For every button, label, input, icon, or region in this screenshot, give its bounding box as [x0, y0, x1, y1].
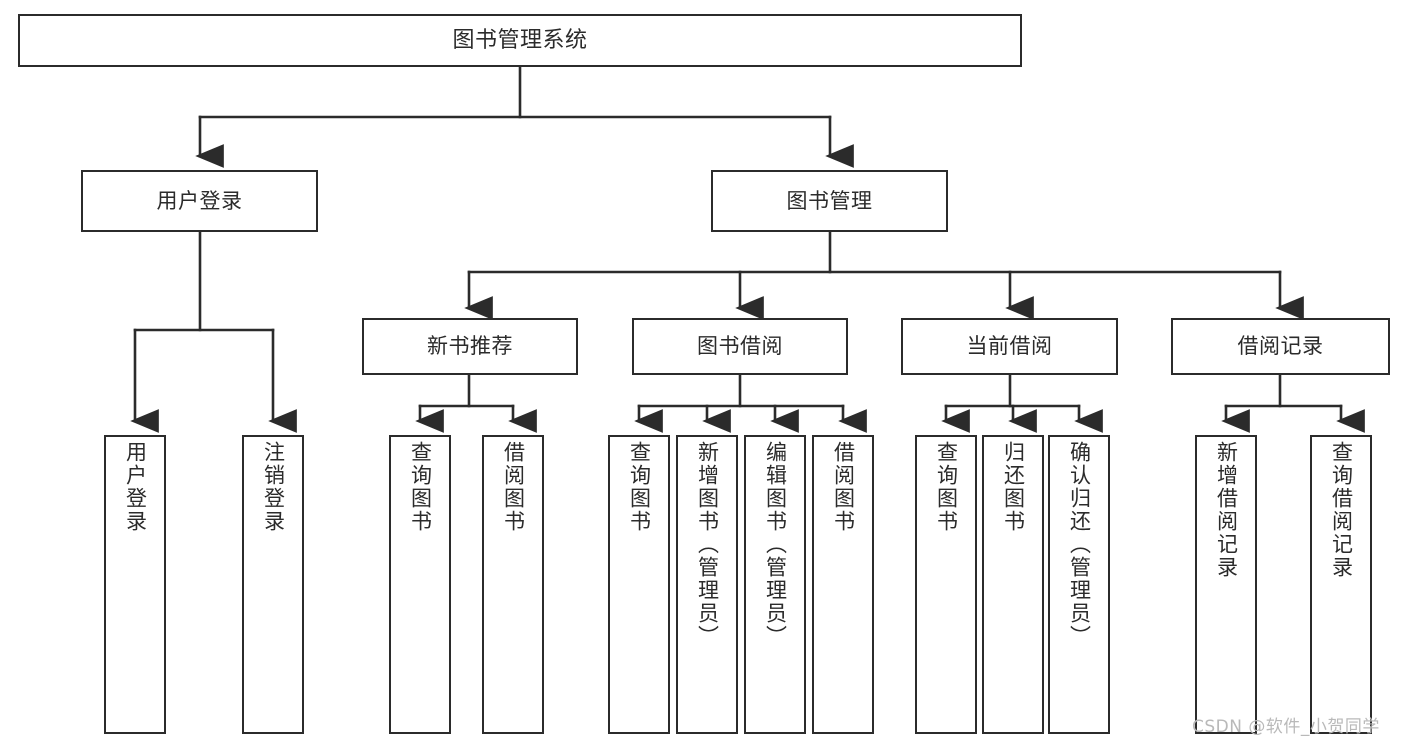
node-leaf-logout-label: 注销登录	[261, 441, 286, 533]
node-new-book-rec[interactable]: 新书推荐	[362, 318, 578, 375]
node-leaf-query-book-2[interactable]: 查询图书	[608, 435, 670, 734]
node-leaf-add-record-label: 新增借阅记录	[1214, 441, 1239, 579]
node-leaf-add-book-label: 新增图书（管理员）	[695, 441, 720, 648]
node-leaf-query-book-3[interactable]: 查询图书	[915, 435, 977, 734]
node-leaf-add-record[interactable]: 新增借阅记录	[1195, 435, 1257, 734]
node-leaf-add-book[interactable]: 新增图书（管理员）	[676, 435, 738, 734]
node-leaf-query-book-1[interactable]: 查询图书	[389, 435, 451, 734]
node-leaf-borrow-book-1-label: 借阅图书	[501, 441, 526, 533]
node-book-borrow[interactable]: 图书借阅	[632, 318, 848, 375]
node-leaf-query-book-2-label: 查询图书	[627, 441, 652, 533]
node-leaf-query-book-1-label: 查询图书	[408, 441, 433, 533]
node-current-borrow-label: 当前借阅	[966, 334, 1053, 359]
node-borrow-record-label: 借阅记录	[1237, 334, 1324, 359]
node-book-borrow-label: 图书借阅	[697, 334, 783, 359]
node-book-manage[interactable]: 图书管理	[711, 170, 948, 232]
node-leaf-borrow-book-2[interactable]: 借阅图书	[812, 435, 874, 734]
node-user-login-label: 用户登录	[156, 188, 243, 213]
node-leaf-edit-book[interactable]: 编辑图书（管理员）	[744, 435, 806, 734]
node-book-manage-label: 图书管理	[786, 188, 873, 213]
node-current-borrow[interactable]: 当前借阅	[901, 318, 1118, 375]
node-root-label: 图书管理系统	[452, 27, 588, 53]
node-root[interactable]: 图书管理系统	[18, 14, 1022, 67]
node-leaf-logout[interactable]: 注销登录	[242, 435, 304, 734]
node-user-login[interactable]: 用户登录	[81, 170, 318, 232]
node-leaf-borrow-book-2-label: 借阅图书	[831, 441, 856, 533]
watermark-text: CSDN @软件_小贺同学	[1192, 717, 1380, 737]
node-leaf-user-login[interactable]: 用户登录	[104, 435, 166, 734]
node-leaf-edit-book-label: 编辑图书（管理员）	[763, 441, 788, 648]
node-leaf-return-book[interactable]: 归还图书	[982, 435, 1044, 734]
node-leaf-return-book-label: 归还图书	[1001, 441, 1026, 533]
node-new-book-rec-label: 新书推荐	[427, 334, 513, 359]
node-leaf-borrow-book-1[interactable]: 借阅图书	[482, 435, 544, 734]
node-leaf-query-record-label: 查询借阅记录	[1329, 441, 1354, 579]
node-leaf-query-record[interactable]: 查询借阅记录	[1310, 435, 1372, 734]
node-leaf-user-login-label: 用户登录	[123, 441, 148, 533]
node-leaf-confirm-return[interactable]: 确认归还（管理员）	[1048, 435, 1110, 734]
node-leaf-confirm-return-label: 确认归还（管理员）	[1067, 441, 1092, 648]
node-leaf-query-book-3-label: 查询图书	[934, 441, 959, 533]
node-borrow-record[interactable]: 借阅记录	[1171, 318, 1390, 375]
